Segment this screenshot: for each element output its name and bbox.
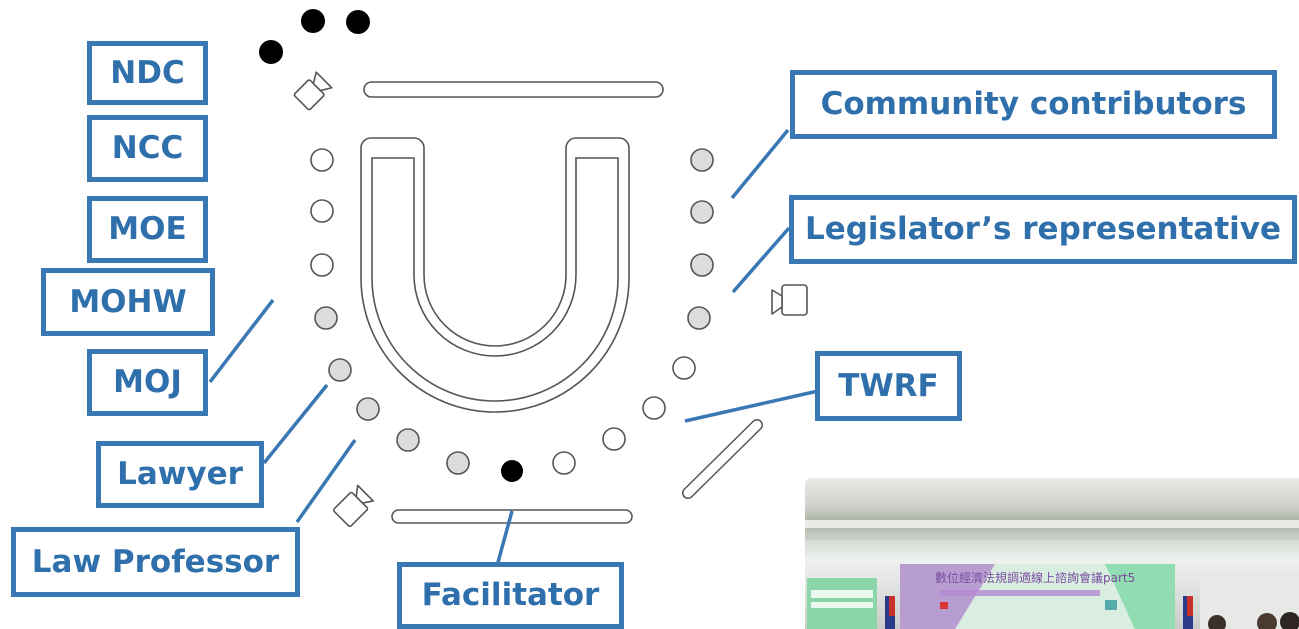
seat-icon — [690, 200, 714, 224]
camera-icon — [293, 71, 333, 111]
seat-icon — [328, 358, 352, 382]
connector-line — [295, 438, 357, 524]
seat-icon — [672, 356, 696, 380]
connector-line — [731, 226, 791, 294]
label-community-contributors: Community contributors — [790, 70, 1277, 139]
label-law-professor: Law Professor — [11, 527, 300, 597]
label-lawyer: Lawyer — [96, 441, 264, 508]
person-head — [1208, 615, 1226, 629]
seat-icon — [301, 9, 325, 33]
label-ndc: NDC — [87, 41, 208, 105]
meeting-photo: 數位經濟法規調適線上諮詢會議part5 — [805, 478, 1299, 629]
banner-text: 數位經濟法規調適線上諮詢會議part5 — [935, 570, 1135, 585]
label-ncc: NCC — [87, 115, 208, 182]
seat-icon — [310, 253, 334, 277]
label-moe: MOE — [87, 196, 208, 263]
seat-icon — [346, 10, 370, 34]
u-table-outer — [360, 137, 630, 413]
label-moj: MOJ — [87, 349, 208, 416]
person-head — [1257, 613, 1277, 629]
connector-line — [262, 383, 329, 465]
seat-icon — [396, 428, 420, 452]
connector-line — [208, 298, 275, 384]
seat-icon — [310, 148, 334, 172]
label-twrf: TWRF — [815, 351, 962, 421]
seat-icon — [356, 397, 380, 421]
seat-icon — [690, 253, 714, 277]
seat-icon — [602, 427, 626, 451]
meeting-photo-scene: 數位經濟法規調適線上諮詢會議part5 — [805, 520, 1299, 629]
connector-line — [730, 128, 790, 200]
connector-line — [684, 389, 819, 423]
label-legislators-representative: Legislator’s representative — [789, 195, 1297, 264]
u-table-inner — [371, 157, 619, 402]
seat-icon — [687, 306, 711, 330]
camera-icon — [332, 484, 375, 528]
seat-icon — [259, 40, 283, 64]
seat-icon — [690, 148, 714, 172]
seat-icon — [642, 396, 666, 420]
facilitator-seat-icon — [501, 460, 523, 482]
connector-line — [495, 510, 514, 567]
label-facilitator: Facilitator — [397, 562, 624, 629]
diagonal-table-inner — [683, 420, 762, 498]
seat-icon — [314, 306, 338, 330]
camera-icon — [771, 284, 808, 316]
top-long-table — [363, 81, 664, 98]
person-head — [1280, 612, 1299, 629]
seat-icon — [552, 451, 576, 475]
seat-icon — [310, 199, 334, 223]
seat-icon — [446, 451, 470, 475]
label-mohw: MOHW — [41, 268, 215, 336]
